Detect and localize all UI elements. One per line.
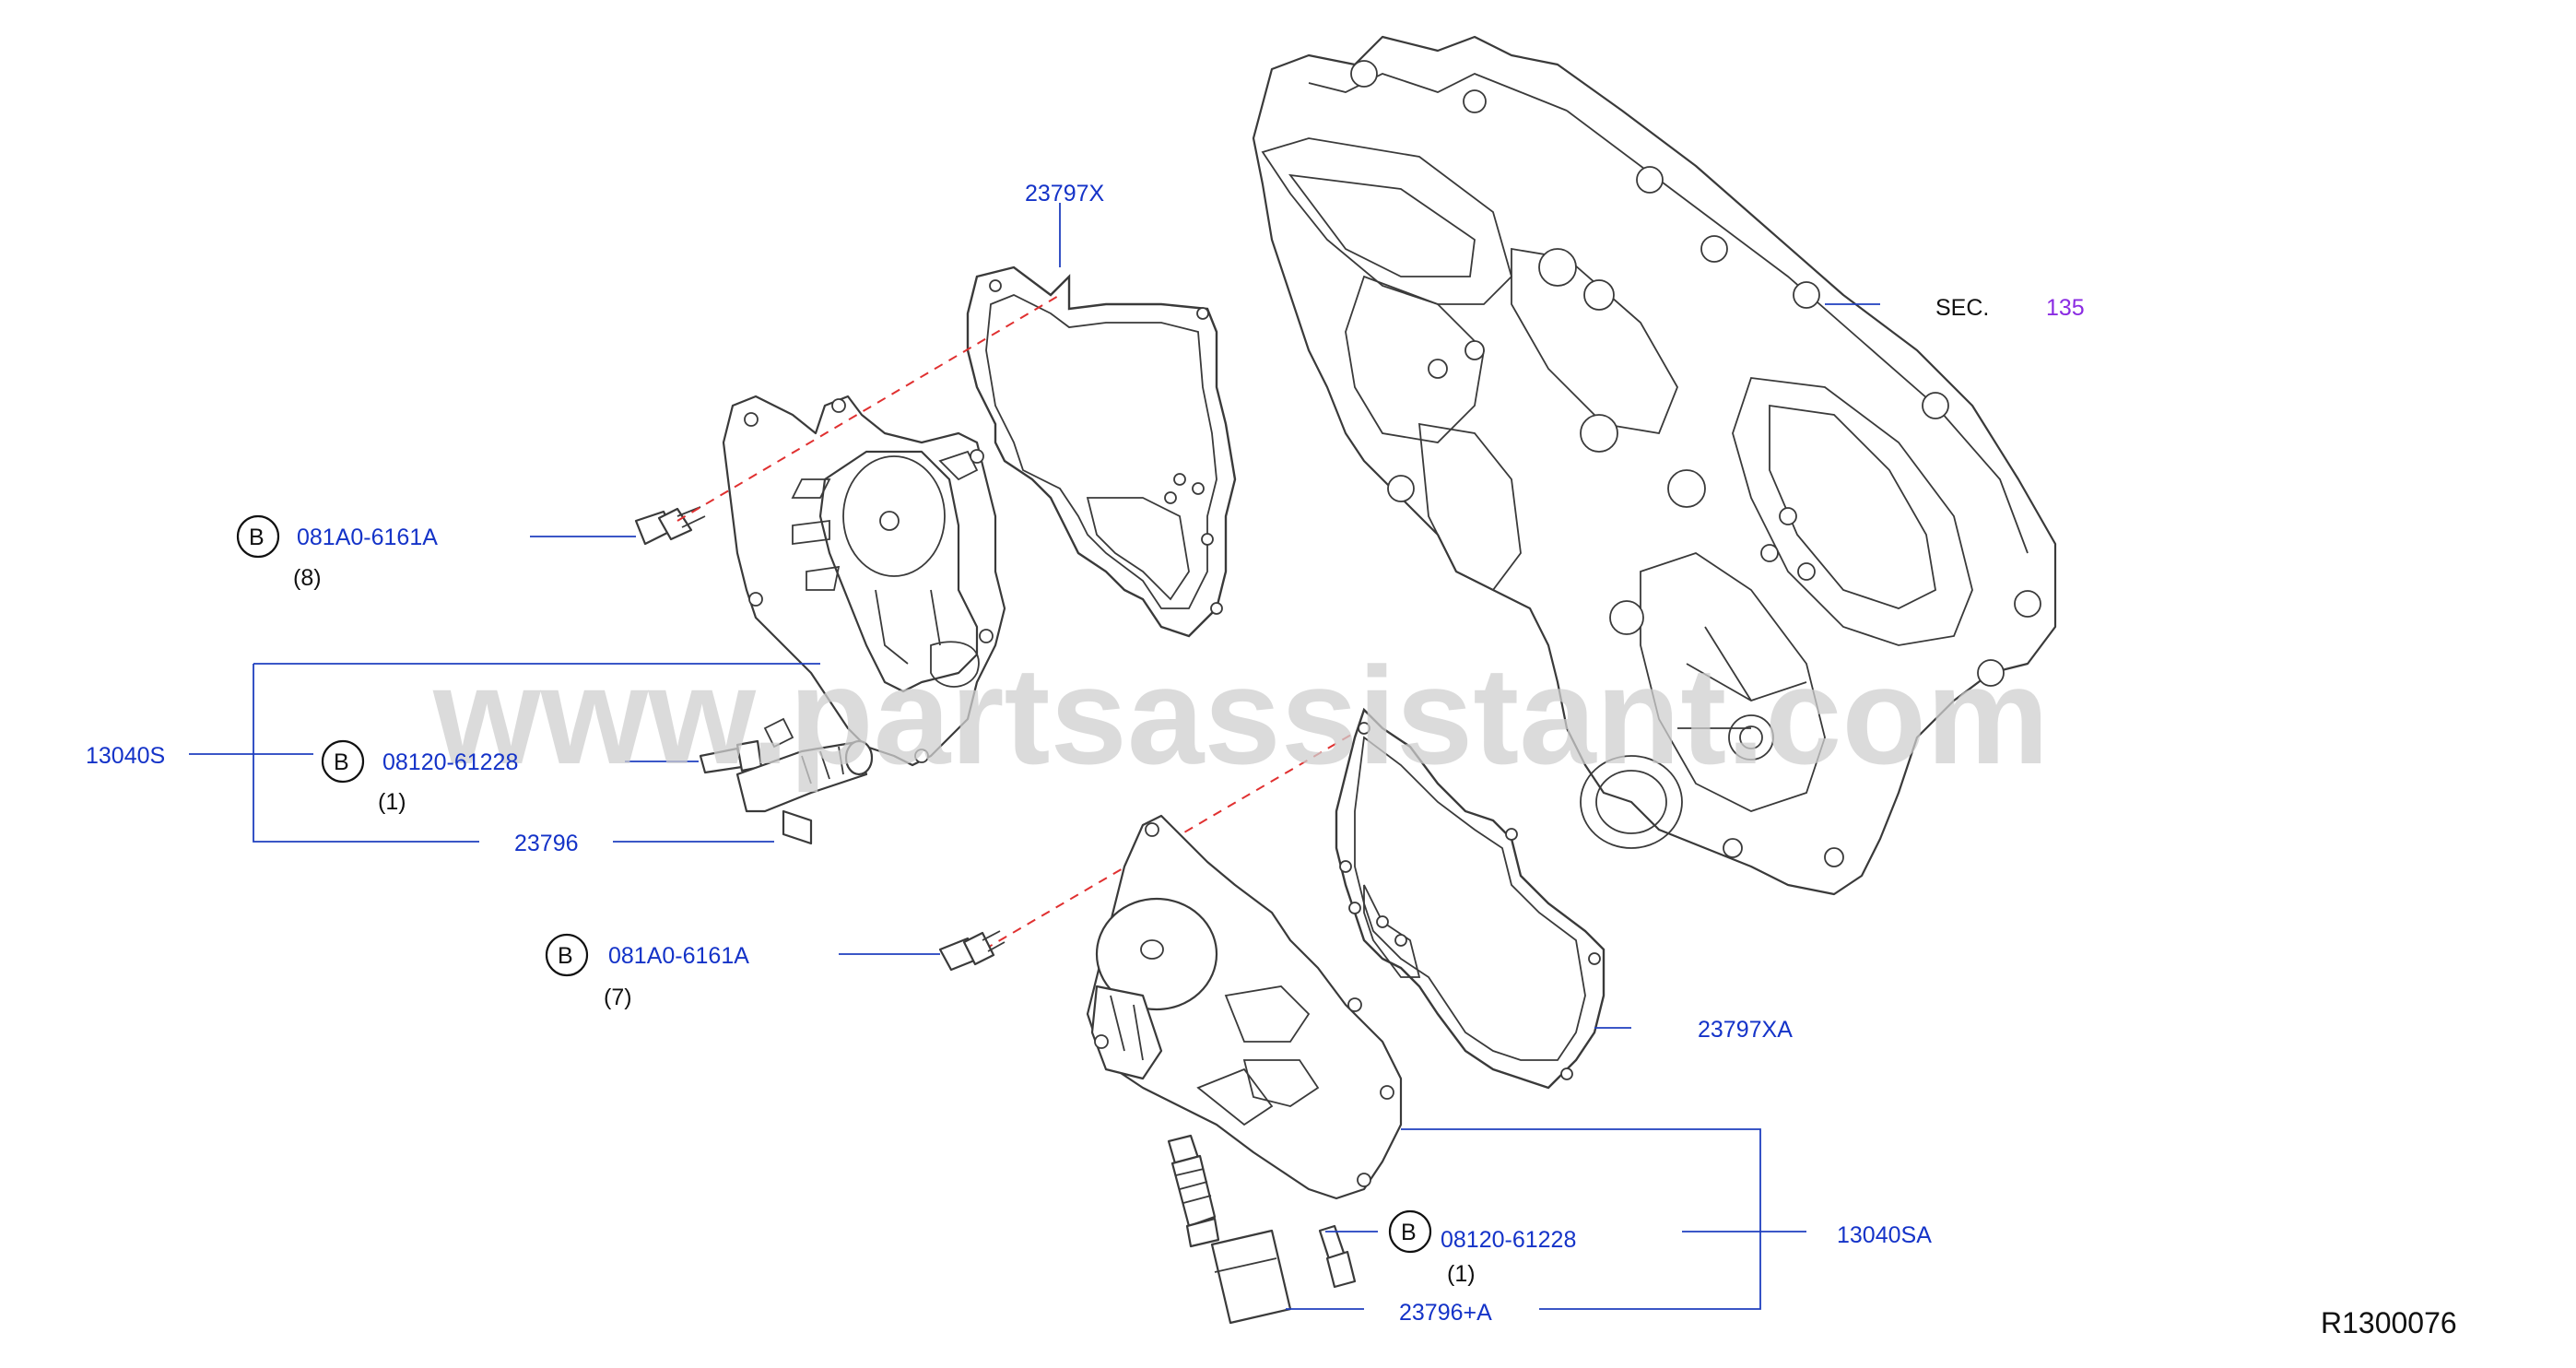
qty-1-lower: (1) <box>1447 1261 1476 1287</box>
bolt-lower-7 <box>938 930 1006 972</box>
bolt-b-circle-4 <box>1388 1209 1432 1254</box>
label-13040SA[interactable]: 13040SA <box>1837 1222 1932 1248</box>
water-pump-lower <box>1086 814 1403 1200</box>
bolt-b-circle-1 <box>236 514 280 559</box>
bolt-b-circle-3 <box>545 933 589 977</box>
bolt-lower-1 <box>1318 1224 1357 1289</box>
bolt-b-circle-2 <box>321 739 365 784</box>
diagram-ref-code: R1300076 <box>2321 1306 2457 1339</box>
label-081A0-6161A-lower[interactable]: 081A0-6161A <box>608 943 749 969</box>
control-valve-upper <box>735 717 874 845</box>
timing-gasket-lower <box>1335 707 1606 1090</box>
watermark: www.partsassistant.com <box>432 638 2049 793</box>
bolt-upper-1 <box>699 739 763 774</box>
label-081A0-6161A-upper[interactable]: 081A0-6161A <box>297 525 438 550</box>
alignment-line-upper <box>676 294 1061 522</box>
bolt-b-letter-4: B <box>1401 1220 1417 1245</box>
bolt-b-letter-1: B <box>249 525 265 550</box>
label-23796[interactable]: 23796 <box>514 831 579 856</box>
qty-8: (8) <box>293 565 322 591</box>
bolt-b-letter-3: B <box>558 943 573 969</box>
qty-1-upper: (1) <box>378 789 406 815</box>
bracket-13040S <box>253 664 479 843</box>
water-pump-upper <box>722 395 1006 767</box>
label-13040S[interactable]: 13040S <box>86 743 165 769</box>
bolt-b-letter-2: B <box>334 749 349 775</box>
label-08120-61228-upper[interactable]: 08120-61228 <box>382 749 518 775</box>
qty-7: (7) <box>604 985 632 1010</box>
label-sec-135[interactable]: 135 <box>2046 295 2085 321</box>
label-23797XA[interactable]: 23797XA <box>1698 1017 1793 1043</box>
bracket-13040SA <box>1401 1128 1761 1310</box>
label-08120-61228-lower[interactable]: 08120-61228 <box>1441 1227 1576 1253</box>
engine-front-cover <box>1252 35 2057 896</box>
bolt-upper-8 <box>634 506 706 546</box>
label-23797X[interactable]: 23797X <box>1025 181 1105 206</box>
timing-gasket-upper <box>966 265 1237 638</box>
label-sec: SEC. <box>1935 295 1989 321</box>
label-23796A[interactable]: 23796+A <box>1399 1300 1492 1326</box>
